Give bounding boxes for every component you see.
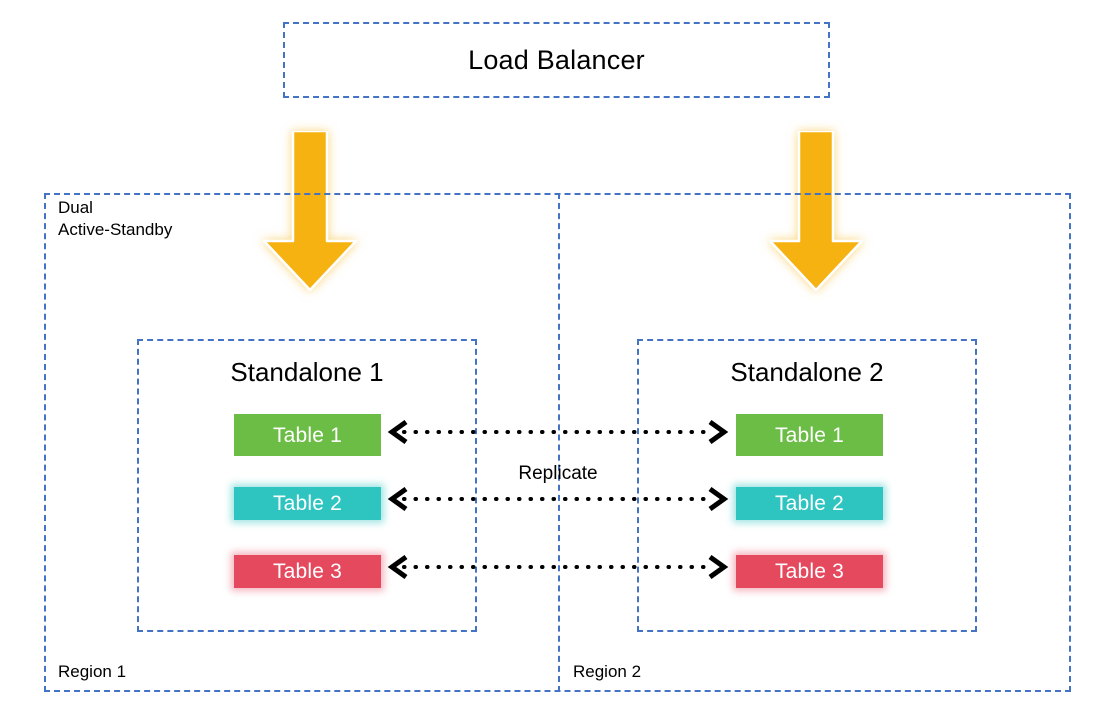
table-label: Table 3 (272, 560, 343, 583)
table-label: Table 2 (774, 492, 845, 515)
traffic-arrow-left (262, 129, 358, 292)
table-label: Table 1 (774, 423, 845, 447)
standalone-2-table-3: Table 3 (736, 555, 883, 588)
standalone-2-box: Standalone 2 Table 1 Table 2 Table 3 (637, 339, 977, 632)
table-label: Table 3 (774, 560, 845, 583)
standalone-1-table-2: Table 2 (234, 487, 381, 520)
region-divider (558, 193, 560, 692)
standalone-1-title: Standalone 1 (230, 357, 384, 387)
region-1-label: Region 1 (58, 662, 127, 681)
standalone-1-table-1: Table 1 (234, 414, 381, 456)
standalone-2-table-2: Table 2 (736, 487, 883, 520)
standalone-1-table-3: Table 3 (234, 555, 381, 588)
standalone-2-title: Standalone 2 (730, 357, 884, 387)
load-balancer-box: Load Balancer (283, 22, 830, 98)
region-2-label: Region 2 (573, 662, 642, 681)
table-label: Table 2 (272, 492, 343, 515)
standalone-1-box: Standalone 1 Table 1 Table 2 Table 3 (137, 339, 477, 632)
load-balancer-label: Load Balancer (468, 44, 645, 75)
dual-active-standby-label: Dual Active-Standby (58, 198, 173, 239)
dual-active-standby-boundary (44, 193, 1071, 692)
table-label: Table 1 (272, 423, 343, 447)
traffic-arrow-right (768, 129, 864, 292)
standalone-2-table-1: Table 1 (736, 414, 883, 456)
replicate-label: Replicate (518, 463, 598, 484)
